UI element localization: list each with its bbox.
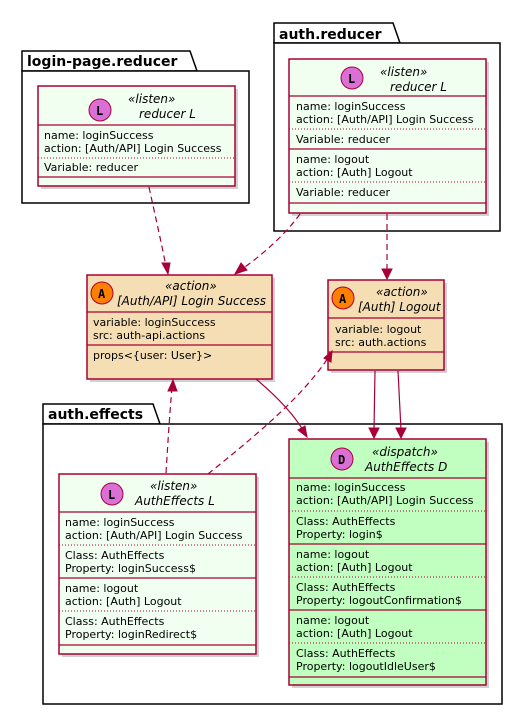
class-stereotype: «action» (165, 279, 217, 293)
package-title: auth.reducer (279, 27, 382, 43)
attribute: Property: logoutConfirmation$ (296, 594, 462, 607)
attribute: action: [Auth/API] Login Success (44, 142, 222, 155)
class-name: [Auth] Logout (358, 300, 442, 314)
attribute: src: auth.actions (335, 336, 427, 349)
listener-badge-icon (100, 482, 124, 506)
class-name: reducer L (139, 107, 196, 121)
attribute: name: loginSuccess (296, 100, 406, 113)
class-stereotype: «listen» (150, 479, 197, 493)
attribute: variable: loginSuccess (93, 316, 216, 329)
listener-badge-icon (340, 66, 364, 90)
class-stereotype: «action» (376, 285, 428, 299)
attribute: name: loginSuccess (296, 481, 406, 494)
attribute: name: loginSuccess (65, 516, 175, 529)
attribute: action: [Auth] Logout (296, 166, 413, 179)
edge-effects-L-to-logout (207, 349, 333, 475)
attribute: Class: AuthEffects (296, 647, 396, 660)
attribute: name: logout (296, 614, 370, 627)
attribute: action: [Auth/API] Login Success (296, 113, 474, 126)
attribute: Class: AuthEffects (65, 549, 165, 562)
attribute: Variable: reducer (296, 186, 391, 199)
class-stereotype: «listen» (380, 65, 427, 79)
class-stereotype: «listen» (128, 92, 175, 106)
edge-auth-reducer-to-logout (381, 214, 393, 281)
attribute: name: logout (296, 548, 370, 561)
package-title: login-page.reducer (27, 54, 178, 70)
attribute: src: auth-api.actions (93, 329, 205, 342)
attribute: props<{user: User}> (93, 349, 212, 362)
badge-letter: A (98, 287, 106, 301)
badge-letter: D (338, 453, 345, 467)
dispatcher-badge-icon (330, 447, 354, 471)
badge-letter: A (339, 292, 347, 306)
attribute: Variable: reducer (44, 161, 139, 174)
badge-letter: L (108, 488, 115, 502)
attribute: action: [Auth/API] Login Success (296, 494, 474, 507)
class-auth-reducer-L: L «listen» reducer L name: loginSuccess … (288, 58, 489, 216)
action-badge-icon (331, 286, 355, 310)
attribute: name: logout (65, 582, 139, 595)
attribute: Class: AuthEffects (296, 515, 396, 528)
attribute: action: [Auth] Logout (65, 595, 182, 608)
edge-logout-to-effects-D-2 (395, 370, 407, 440)
attribute: Class: AuthEffects (296, 581, 396, 594)
class-name: reducer L (390, 80, 447, 94)
class-login-page-reducer-L: L «listen» reducer L name: loginSuccess … (37, 85, 238, 189)
attribute: Variable: reducer (296, 133, 391, 146)
attribute: Property: login$ (296, 528, 383, 541)
class-name: [Auth/API] Login Success (117, 294, 266, 308)
package-title: auth.effects (48, 407, 143, 423)
attribute: Property: loginRedirect$ (65, 628, 197, 641)
attribute: Class: AuthEffects (65, 615, 165, 628)
badge-letter: L (96, 104, 103, 118)
class-name: AuthEffects D (364, 460, 447, 474)
attribute: variable: logout (335, 323, 422, 336)
attribute: action: [Auth] Logout (296, 627, 413, 640)
class-action-logout: A «action» [Auth] Logout variable: logou… (327, 279, 447, 373)
class-action-login-success: A «action» [Auth/API] Login Success vari… (86, 274, 275, 382)
action-badge-icon (90, 281, 114, 305)
listener-badge-icon (88, 98, 112, 122)
badge-letter: L (348, 72, 355, 86)
edge-login-success-to-effects-D (255, 378, 308, 439)
class-auth-effects-D: D «dispatch» AuthEffects D name: loginSu… (288, 438, 489, 688)
edge-auth-reducer-to-login-success (233, 213, 301, 275)
class-stereotype: «dispatch» (372, 445, 438, 459)
attribute: action: [Auth/API] Login Success (65, 529, 243, 542)
attribute: name: logout (296, 153, 370, 166)
attribute: Property: logoutIdleUser$ (296, 660, 436, 673)
attribute: action: [Auth] Logout (296, 561, 413, 574)
edge-effects-L-to-login-success (165, 378, 178, 474)
class-auth-effects-L: L «listen» AuthEffects L name: loginSucc… (58, 473, 259, 657)
edge-logout-to-effects-D-1 (368, 370, 380, 440)
attribute: name: loginSuccess (44, 129, 154, 142)
attribute: Property: loginSuccess$ (65, 562, 196, 575)
edge-login-reducer-to-login-success (148, 186, 171, 276)
class-name: AuthEffects L (134, 494, 215, 508)
